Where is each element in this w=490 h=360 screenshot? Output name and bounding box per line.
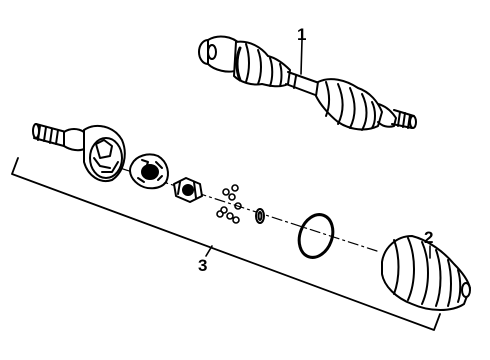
inner-boot [233, 40, 291, 88]
snap-ring [255, 208, 265, 224]
leader-line-3 [205, 245, 213, 257]
leader-line-1 [300, 39, 303, 75]
joint-housing-cup [63, 124, 126, 182]
outer-joint-stub [377, 103, 417, 129]
boot-clamp-ring [297, 213, 335, 259]
cv-boot [381, 235, 471, 311]
inner-race [173, 177, 203, 203]
joint-balls [216, 184, 242, 224]
callout-1: 1 [297, 25, 307, 44]
outer-boot [315, 78, 383, 131]
axle-shaft-bar [285, 71, 323, 97]
callout-2: 2 [424, 228, 434, 247]
kit-bracket [11, 157, 441, 331]
axle-shaft-assembly [198, 35, 417, 131]
stub-shaft [32, 123, 67, 147]
callout-3: 3 [198, 256, 208, 275]
joint-cage [129, 153, 169, 190]
